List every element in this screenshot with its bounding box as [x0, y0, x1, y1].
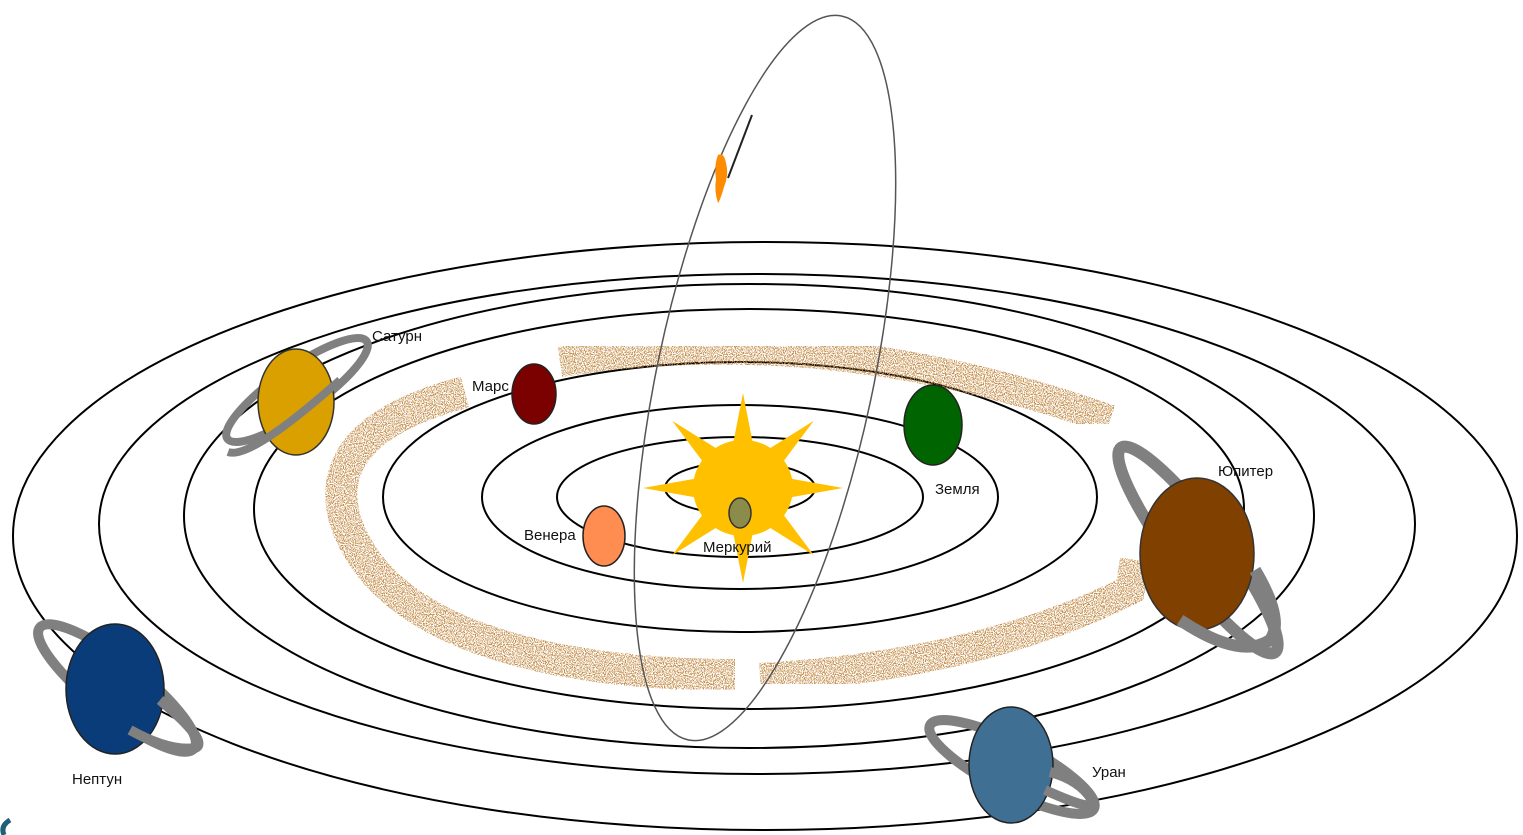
label-jupiter: Юпитер [1218, 463, 1273, 480]
jupiter-ring-front [1176, 566, 1281, 653]
label-earth: Земля [935, 481, 980, 498]
mars-body-icon [511, 363, 557, 425]
neptune-body-icon [65, 623, 165, 755]
saturn-ring-front [226, 377, 343, 457]
label-venus: Венера [524, 527, 576, 544]
orbit-saturn [183, 283, 1315, 749]
sun-ray [731, 526, 755, 583]
earth-body-icon [903, 384, 963, 466]
label-uranus: Уран [1092, 764, 1126, 781]
sun-ray [731, 393, 755, 450]
planet-mars: Марс [472, 363, 557, 425]
label-mercury: Меркурий [703, 539, 772, 556]
sun-icon [643, 393, 843, 583]
planet-neptune: Нептун [33, 619, 204, 788]
orbit-jupiter [253, 308, 1245, 710]
asteroid-belt [325, 334, 1150, 693]
comet-orbit [633, 14, 897, 742]
sun-ray [643, 476, 705, 500]
orbit-neptune [12, 241, 1518, 831]
planet-jupiter: Юпитер [1112, 440, 1284, 660]
planet-saturn: Сатурн [222, 328, 422, 457]
neptune-ring-front [127, 696, 204, 754]
orbit-uranus [98, 273, 1416, 775]
comet-icon [715, 114, 753, 203]
sun-ray [781, 476, 843, 500]
planet-earth: Земля [903, 384, 980, 498]
sun-body [693, 440, 793, 536]
venus-body-icon [582, 505, 626, 567]
label-saturn: Сатурн [372, 328, 422, 345]
planet-venus: Венера [524, 505, 626, 567]
label-mars: Марс [472, 378, 509, 395]
mercury-body-icon [728, 497, 752, 529]
planet-uranus: Уран [924, 706, 1126, 824]
orbits [12, 241, 1518, 831]
uranus-body-icon [968, 706, 1054, 824]
planet-mercury: Меркурий [703, 497, 772, 556]
corner-mark [0, 817, 12, 835]
orbit-earth [481, 404, 999, 590]
uranus-ring-front [1042, 767, 1098, 811]
label-neptune: Нептун [72, 771, 122, 788]
jupiter-body-icon [1139, 477, 1255, 631]
